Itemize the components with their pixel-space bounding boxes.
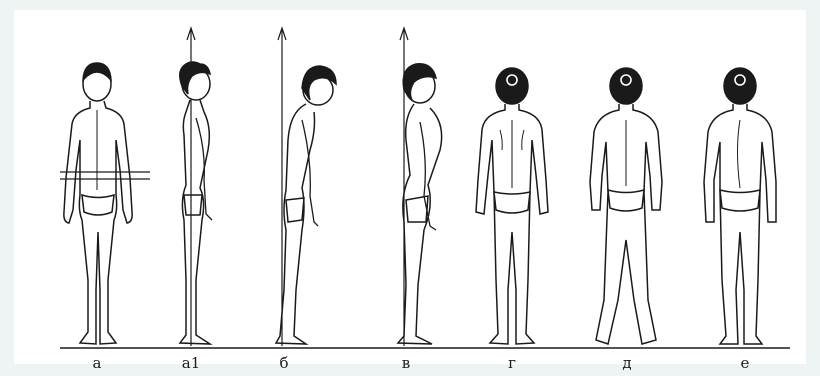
figure-v-side-hyperlordosis bbox=[398, 28, 442, 346]
body-outline bbox=[704, 104, 776, 344]
arm bbox=[420, 122, 436, 230]
briefs bbox=[82, 195, 114, 215]
figure-a-front bbox=[60, 63, 150, 344]
briefs bbox=[720, 190, 760, 211]
briefs bbox=[286, 198, 304, 222]
label-e: е bbox=[725, 354, 765, 372]
spine-curved bbox=[738, 120, 741, 188]
figure-e-back-scoliosis bbox=[704, 68, 776, 344]
head bbox=[724, 68, 756, 104]
briefs bbox=[184, 195, 202, 215]
label-v: в bbox=[386, 354, 426, 372]
figure-d-back-flat-feet bbox=[590, 68, 662, 344]
figure-b-side-stoop bbox=[276, 28, 336, 346]
figure-g-back bbox=[476, 68, 548, 344]
torso-outline bbox=[64, 101, 132, 344]
briefs bbox=[494, 192, 530, 213]
scapula-right bbox=[522, 130, 524, 150]
body-outline bbox=[180, 100, 210, 344]
head bbox=[496, 68, 528, 104]
figure-a1-side-normal bbox=[180, 28, 212, 346]
label-b: б bbox=[264, 354, 304, 372]
head bbox=[610, 68, 642, 104]
scapula-left bbox=[500, 130, 502, 150]
label-a1: а1 bbox=[171, 354, 211, 372]
label-a: а bbox=[77, 354, 117, 372]
label-d: д bbox=[607, 354, 647, 372]
briefs bbox=[608, 190, 644, 211]
label-g: г bbox=[492, 354, 532, 372]
